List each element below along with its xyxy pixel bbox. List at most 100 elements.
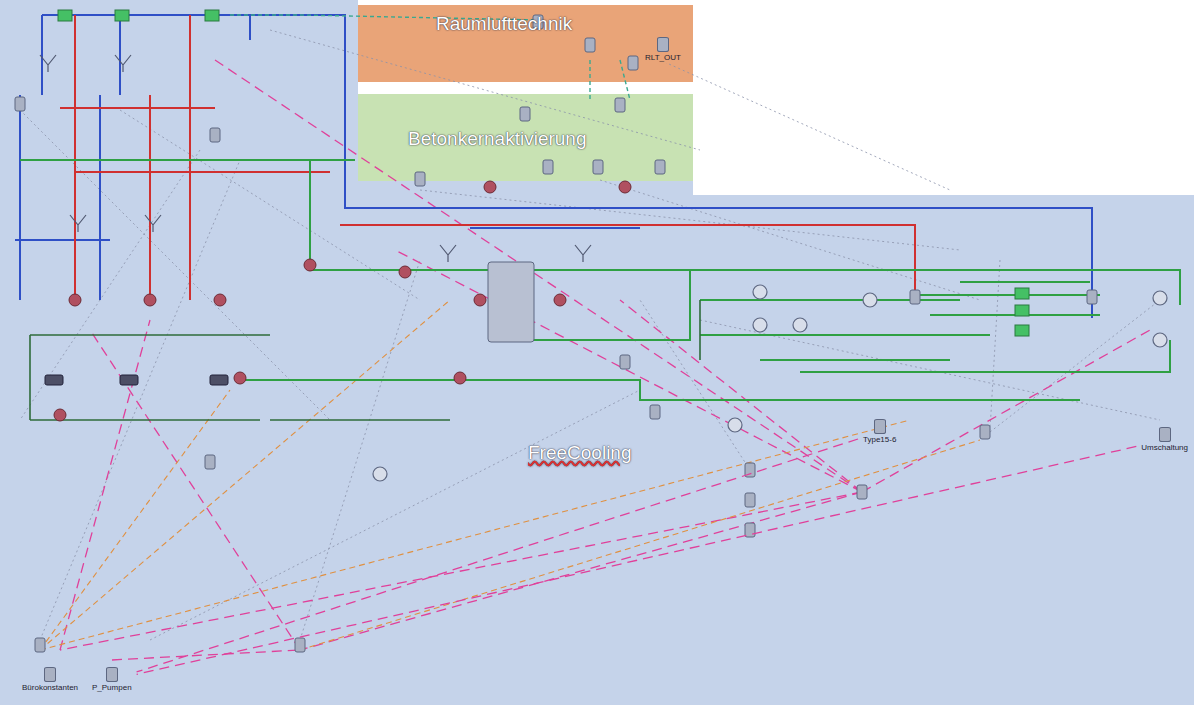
component-icon: [628, 56, 638, 70]
controller-icon: [115, 10, 129, 21]
pump-symbol: [54, 409, 66, 421]
dark-green-pipe: [699, 300, 701, 360]
mixer-symbol: [753, 318, 767, 332]
controller-icon: [1015, 288, 1029, 299]
mixer-symbol: [1153, 291, 1167, 305]
component-icon: [44, 667, 56, 682]
region-fill: [358, 5, 693, 82]
green-pipe: [960, 281, 1090, 283]
mixer-symbol: [753, 285, 767, 299]
red-pipe: [75, 171, 330, 173]
pump-symbol: [399, 266, 411, 278]
subsystem-band: Betonkernaktivierung: [358, 94, 693, 181]
component-icon: [745, 523, 755, 537]
component-icon: [210, 128, 220, 142]
signal-line: [660, 60, 950, 190]
mixer-symbol: [793, 318, 807, 332]
pump-symbol: [214, 294, 226, 306]
subsystem-band: RaumlufttechnikRLT_OUT: [358, 5, 693, 82]
green-pipe: [20, 159, 355, 161]
component-icon: [874, 419, 886, 434]
mixer-symbol: [728, 418, 742, 432]
component-node: Bürokonstanten: [19, 666, 81, 694]
red-pipe: [189, 15, 191, 300]
storage-tank: [488, 262, 534, 342]
heat-exchanger: [210, 375, 228, 385]
component-icon: [857, 485, 867, 499]
component-icon: [615, 98, 625, 112]
mixer-symbol: [863, 293, 877, 307]
red-pipe: [149, 95, 151, 300]
pump-symbol: [234, 372, 246, 384]
component-icon: [1087, 290, 1097, 304]
pump-symbol: [144, 294, 156, 306]
component-icon: [520, 107, 530, 121]
blue-pipe: [15, 239, 110, 241]
component-label: Bürokonstanten: [21, 683, 79, 693]
heat-exchanger: [120, 375, 138, 385]
component-node: RLT_OUT: [642, 36, 684, 64]
component-icon: [657, 37, 669, 52]
component-icon: [593, 160, 603, 174]
component-icon: [106, 667, 118, 682]
mixer-symbol: [1153, 333, 1167, 347]
controller-icon: [58, 10, 72, 21]
blue-pipe: [470, 227, 640, 229]
component-icon: [205, 455, 215, 469]
component-label: Type15-6: [862, 435, 897, 445]
pump-symbol: [69, 294, 81, 306]
dark-green-pipe: [29, 335, 31, 420]
green-pipe: [760, 359, 950, 361]
blue-pipe: [249, 15, 251, 40]
component-icon: [15, 97, 25, 111]
storage-tank: [488, 262, 534, 342]
red-pipe: [74, 15, 76, 300]
green-pipe: [700, 299, 960, 301]
component-icon: [35, 638, 45, 652]
controller-icon: [1015, 305, 1029, 316]
component-node: P_Pumpen: [89, 666, 135, 694]
pump-symbol: [484, 181, 496, 193]
component-label: P_Pumpen: [91, 683, 133, 693]
red-pipe: [60, 107, 215, 109]
region-label: FreeCooling: [528, 442, 632, 464]
component-node: Type15-6: [860, 418, 899, 446]
component-icon: [543, 160, 553, 174]
green-pipe: [700, 334, 990, 336]
pump-symbol: [619, 181, 631, 193]
blue-pipe: [119, 15, 121, 95]
pump-symbol: [454, 372, 466, 384]
component-node: Umschaltung: [1138, 426, 1191, 454]
component-icon: [910, 290, 920, 304]
pump-symbol: [554, 294, 566, 306]
heat-exchanger: [45, 375, 63, 385]
region-fill: [358, 94, 693, 181]
region-label: Raumlufttechnik: [436, 13, 572, 35]
component-label: RLT_OUT: [644, 53, 682, 63]
controller-icon: [205, 10, 219, 21]
component-icon: [745, 493, 755, 507]
dark-green-pipe: [30, 334, 270, 336]
controller-icon: [1015, 325, 1029, 336]
component-icon: [655, 160, 665, 174]
component-icon: [1159, 427, 1171, 442]
component-label: Umschaltung: [1140, 443, 1189, 453]
blue-pipe: [344, 15, 346, 140]
component-icon: [295, 638, 305, 652]
pump-symbol: [474, 294, 486, 306]
mixer-symbol: [373, 467, 387, 481]
component-icon: [980, 425, 990, 439]
component-icon: [415, 172, 425, 186]
blue-pipe: [41, 15, 43, 95]
blue-pipe: [19, 95, 21, 300]
component-icon: [650, 405, 660, 419]
dark-green-pipe: [270, 419, 450, 421]
component-icon: [620, 355, 630, 369]
blue-pipe: [99, 95, 101, 300]
